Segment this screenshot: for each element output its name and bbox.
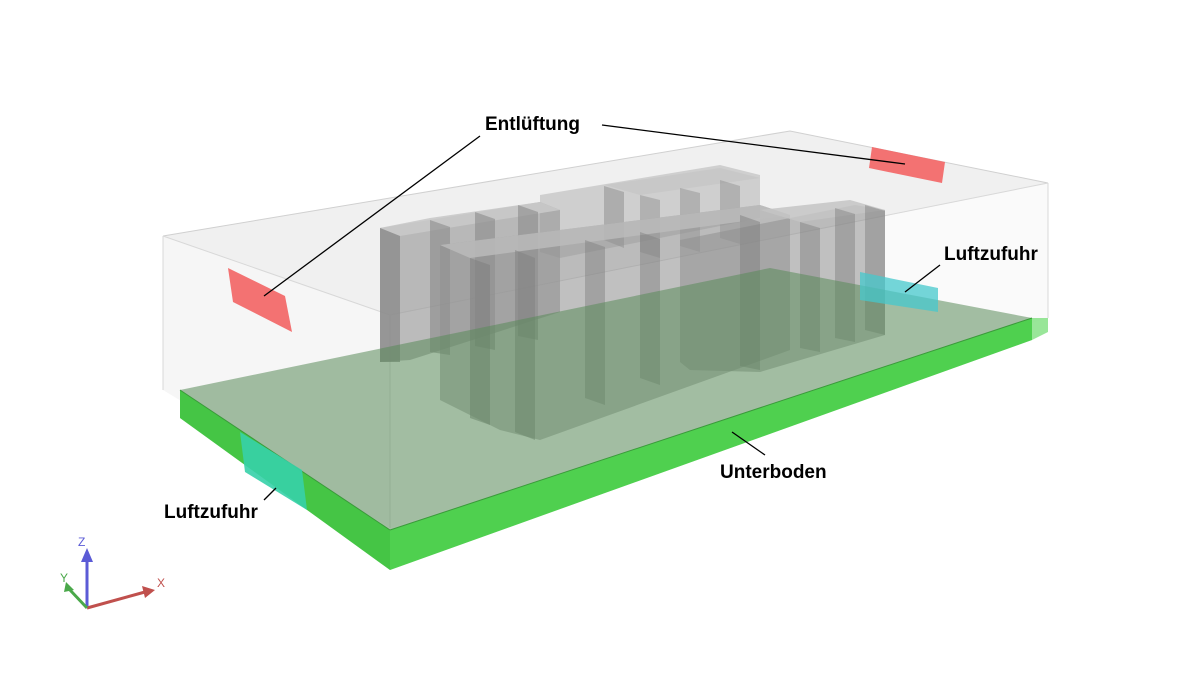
air-supply-label-left: Luftzufuhr: [164, 502, 259, 523]
vent-opening-left: [228, 268, 292, 332]
leader-floor: [731, 431, 766, 456]
axis-y-label: Y: [60, 571, 68, 585]
leader-supply-right: [904, 264, 941, 293]
air-supply-opening-left: [240, 432, 307, 510]
leader-supply-left: [263, 487, 277, 501]
leader-vent-right: [601, 124, 906, 165]
vent-label: Entlüftung: [485, 114, 580, 135]
axis-x-label: X: [157, 576, 165, 590]
air-supply-opening-right: [860, 272, 938, 312]
vent-opening-right: [869, 147, 945, 183]
axis-triad: Z X Y: [60, 535, 165, 610]
axis-z-label: Z: [78, 535, 85, 549]
leader-vent-left: [263, 135, 481, 297]
raised-floor-label: Unterboden: [720, 462, 827, 483]
air-supply-label-right: Luftzufuhr: [944, 244, 1039, 265]
